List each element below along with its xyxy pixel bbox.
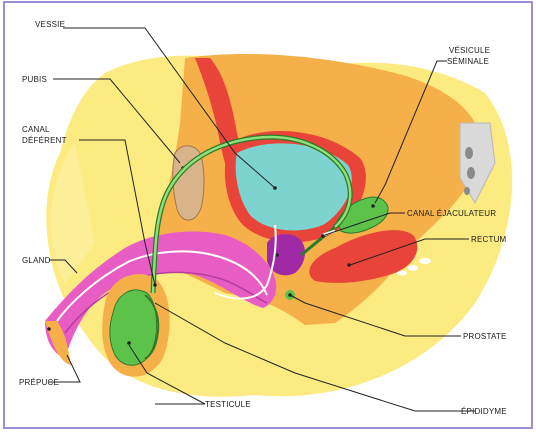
label-vesicule-line2: SÉMINALE [447, 57, 489, 66]
label-canal-deferent-line1: CANAL [22, 125, 50, 134]
label-vesicule-line1: VÉSICULE [449, 46, 490, 55]
anatomy-diagram: VESSIE PUBIS CANAL DÉFÉRENT GLAND PRÉPUC… [5, 3, 531, 427]
diagram-frame: VESSIE PUBIS CANAL DÉFÉRENT GLAND PRÉPUC… [3, 1, 533, 429]
label-prepuce: PRÉPUCE [19, 378, 59, 387]
label-gland: GLAND [22, 256, 51, 265]
label-rectum: RECTUM [471, 235, 507, 244]
label-testicule: TESTICULE [205, 400, 251, 409]
label-epididyme: ÉPIDIDYME [461, 407, 507, 416]
label-pubis: PUBIS [22, 75, 47, 84]
label-vessie: VESSIE [35, 20, 65, 29]
label-prostate: PROSTATE [463, 332, 507, 341]
label-canal-deferent-line2: DÉFÉRENT [22, 136, 67, 145]
label-canal-ejaculateur: CANAL ÉJACULATEUR [407, 209, 496, 218]
testicle [102, 274, 170, 377]
